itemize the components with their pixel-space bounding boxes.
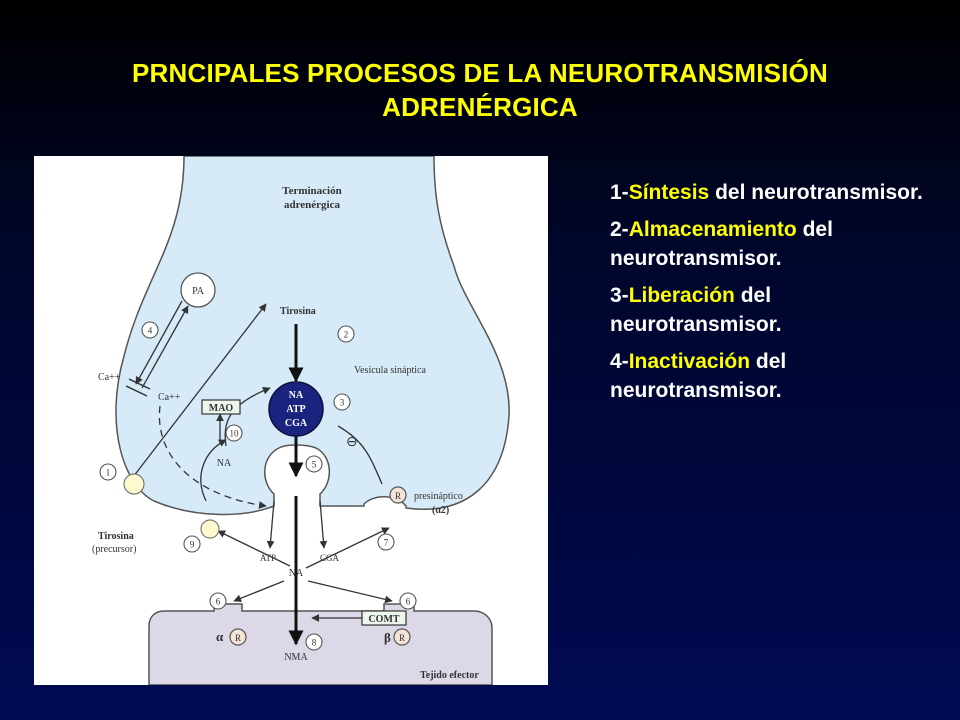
na-cleft-label: NA	[289, 568, 304, 579]
legend-item-liberacion: 3-Liberación del neurotransmisor.	[610, 284, 782, 336]
terminal-label-1: Terminación	[282, 185, 342, 197]
na-inner-label: NA	[217, 458, 232, 469]
vesicle-atp: ATP	[286, 404, 305, 415]
step-marker-9	[183, 535, 201, 553]
step-number-1: 1	[106, 468, 111, 478]
cga-label: CGA	[320, 553, 340, 563]
step-marker-10	[225, 424, 243, 442]
step-marker-4	[141, 321, 159, 339]
comt-label: COMT	[368, 614, 399, 625]
step-markers: 1 2 3 4 5 6 6 7 8 9 10	[99, 321, 417, 651]
step-number-3: 3	[340, 398, 345, 408]
step-number-9: 9	[190, 540, 195, 550]
nma-label: NMA	[284, 652, 308, 663]
vesicle-na: NA	[289, 390, 304, 401]
step-number-2: 2	[344, 330, 349, 340]
step-marker-8	[305, 633, 323, 651]
step-marker-6	[399, 592, 417, 610]
terminal-label-2: adrenérgica	[284, 199, 341, 211]
presinaptico-label: presináptico	[414, 491, 463, 502]
vesicle-cga: CGA	[285, 418, 308, 429]
step-marker-5	[305, 455, 323, 473]
ca-in-label: Ca++	[158, 392, 181, 403]
step-number-10: 10	[230, 429, 240, 439]
step-marker-1	[99, 463, 117, 481]
title-line-2: ADRENÉRGICA	[382, 92, 578, 122]
step-number-7: 7	[384, 538, 389, 548]
step-number-5: 5	[312, 460, 317, 470]
title-line-1: PRNCIPALES PROCESOS DE LA NEUROTRANSMISI…	[131, 58, 829, 88]
alpha2-label: (α2)	[432, 505, 449, 516]
pa-label: PA	[192, 286, 205, 297]
atp-label: ATP	[260, 553, 276, 563]
alpha-label: α	[216, 629, 224, 644]
page-title: PRNCIPALES PROCESOS DE LA NEUROTRANSMISI…	[40, 56, 920, 124]
presynaptic-terminal	[115, 156, 510, 516]
vesicula-label: Vesícula sináptica	[354, 365, 426, 376]
synaptic-vesicle	[268, 381, 324, 437]
tejido-label: Tejido efector	[420, 670, 479, 681]
receptor-r-beta: R	[399, 633, 405, 643]
step-marker-3	[333, 393, 351, 411]
inhibition-sign: ⊖	[346, 435, 358, 450]
step-number-6: 6	[216, 597, 221, 607]
process-legend: 1-Síntesis del neurotransmisor. 2-Almace…	[610, 178, 930, 413]
na-reuptake-transporter	[200, 519, 220, 539]
receptor-r-presynaptic: R	[395, 491, 401, 501]
step-number-6: 6	[406, 597, 411, 607]
step-number-4: 4	[148, 326, 153, 336]
step-marker-6	[209, 592, 227, 610]
ca-out-label: Ca++	[98, 372, 121, 383]
mao-label: MAO	[209, 403, 234, 414]
legend-item-sintesis: 1-Síntesis del neurotransmisor.	[610, 181, 923, 204]
tirosina-precursor-1: Tirosina	[98, 531, 134, 542]
legend-item-almacenamiento: 2-Almacenamiento del neurotransmisor.	[610, 218, 833, 270]
step-number-8: 8	[312, 638, 317, 648]
step-marker-7	[377, 533, 395, 551]
receptor-r-alpha: R	[235, 633, 241, 643]
legend-item-inactivacion: 4-Inactivación del neurotransmisor.	[610, 350, 787, 402]
step-marker-2	[337, 325, 355, 343]
beta-label: β	[384, 630, 391, 645]
tirosina-label: Tirosina	[280, 306, 316, 317]
tyrosine-transporter	[123, 473, 145, 495]
tirosina-precursor-2: (precursor)	[92, 544, 136, 555]
